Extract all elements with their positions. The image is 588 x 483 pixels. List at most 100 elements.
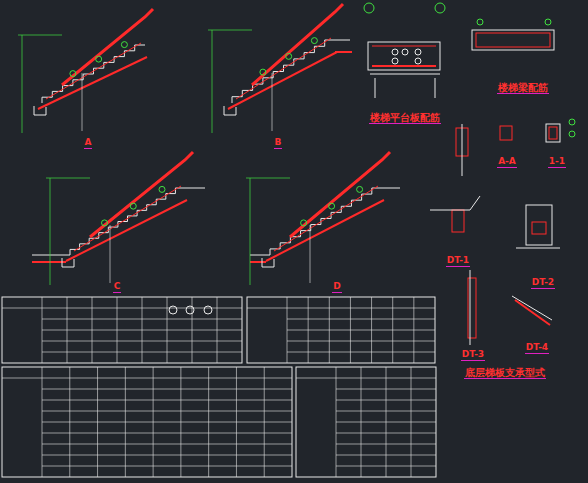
title-label: A-A [497, 156, 517, 168]
drawing-line [247, 308, 435, 309]
drawing-line [42, 422, 292, 423]
drawing-rect [472, 30, 554, 50]
drawing-line [372, 46, 436, 47]
drawing-line [92, 297, 93, 363]
drawing-line [46, 178, 90, 179]
drawing-line [274, 186, 378, 251]
drawing-line [287, 352, 435, 353]
drawing-line [335, 40, 350, 41]
drawing-line [212, 30, 213, 133]
drawing-line [361, 367, 362, 477]
drawing-line [287, 319, 435, 320]
drawing-line [50, 178, 51, 285]
drawing-rect [452, 210, 464, 232]
drawing-line [32, 261, 66, 263]
drawing-circle [415, 58, 421, 64]
drawing-line [208, 367, 209, 477]
drawing-line [32, 255, 70, 256]
drawing-line [217, 297, 218, 363]
drawing-rect [532, 222, 546, 234]
drawing-line [236, 38, 331, 99]
drawing-circle [169, 306, 177, 314]
drawing-line [224, 106, 236, 115]
drawing-line [287, 297, 288, 363]
drawing-circle [402, 49, 408, 55]
drawing-line [42, 444, 292, 445]
drawing-line [22, 35, 23, 133]
drawing-rect [526, 205, 552, 245]
drawing-rect [2, 297, 242, 363]
title-label: DT-3 [461, 349, 485, 361]
drawing-line [153, 367, 154, 477]
drawing-rect [247, 297, 435, 363]
drawing-rect [546, 124, 560, 142]
drawing-line [310, 225, 311, 283]
drawing-line [375, 78, 376, 98]
drawing-line [386, 367, 387, 477]
title-label: 楼梯梁配筋 [497, 82, 549, 94]
drawing-line [82, 73, 83, 131]
drawing-line [42, 400, 292, 401]
drawing-line [430, 196, 480, 210]
title-label: 1-1 [548, 156, 566, 168]
drawing-line [42, 411, 292, 412]
drawing-line [246, 178, 290, 179]
title-label: DT-4 [525, 342, 549, 354]
drawing-rect [476, 33, 550, 47]
drawing-rect [549, 127, 557, 139]
drawing-circle [121, 42, 127, 48]
drawing-line [272, 73, 273, 131]
drawing-line [308, 297, 309, 363]
drawing-line [62, 258, 74, 267]
drawing-line [392, 297, 393, 363]
drawing-line [512, 296, 552, 320]
drawing-line [70, 188, 185, 255]
drawing-circle [159, 186, 165, 192]
drawing-circle [392, 58, 398, 64]
drawing-line [180, 367, 181, 477]
drawing-line [62, 9, 153, 85]
drawing-circle [286, 53, 292, 59]
drawing-rect [296, 367, 436, 477]
drawing-circle [364, 3, 374, 13]
drawing-circle [311, 38, 317, 44]
title-label: A [84, 137, 93, 149]
drawing-line [462, 124, 463, 176]
drawing-line [252, 4, 343, 85]
drawing-circle [96, 56, 102, 62]
drawing-line [208, 30, 252, 31]
drawing-line [69, 367, 70, 477]
drawing-line [42, 466, 292, 467]
drawing-line [2, 308, 242, 309]
drawing-line [435, 78, 436, 98]
drawing-line [97, 367, 98, 477]
title-label: 底层梯板支承型式 [464, 367, 546, 379]
drawing-line [411, 367, 412, 477]
drawing-line [470, 270, 471, 345]
drawing-line [335, 51, 352, 53]
drawing-circle [70, 71, 76, 77]
title-label: D [332, 281, 341, 293]
drawing-line [117, 297, 118, 363]
drawing-line [167, 297, 168, 363]
drawing-line [287, 341, 435, 342]
drawing-circle [545, 19, 551, 25]
drawing-rect [2, 367, 292, 477]
drawing-line [228, 52, 337, 109]
drawing-line [67, 297, 68, 363]
drawing-line [287, 330, 435, 331]
title-label: B [274, 137, 283, 149]
drawing-line [185, 188, 205, 189]
title-label: DT-1 [446, 255, 470, 267]
drawing-line [264, 367, 265, 477]
drawing-line [250, 178, 251, 285]
drawing-circle [301, 220, 307, 226]
drawing-line [42, 433, 292, 434]
drawing-circle [204, 306, 212, 314]
drawing-line [516, 248, 560, 249]
drawing-line [262, 258, 274, 267]
drawing-line [290, 152, 390, 237]
drawing-line [250, 255, 270, 256]
drawing-line [329, 297, 330, 363]
drawing-circle [102, 220, 108, 226]
